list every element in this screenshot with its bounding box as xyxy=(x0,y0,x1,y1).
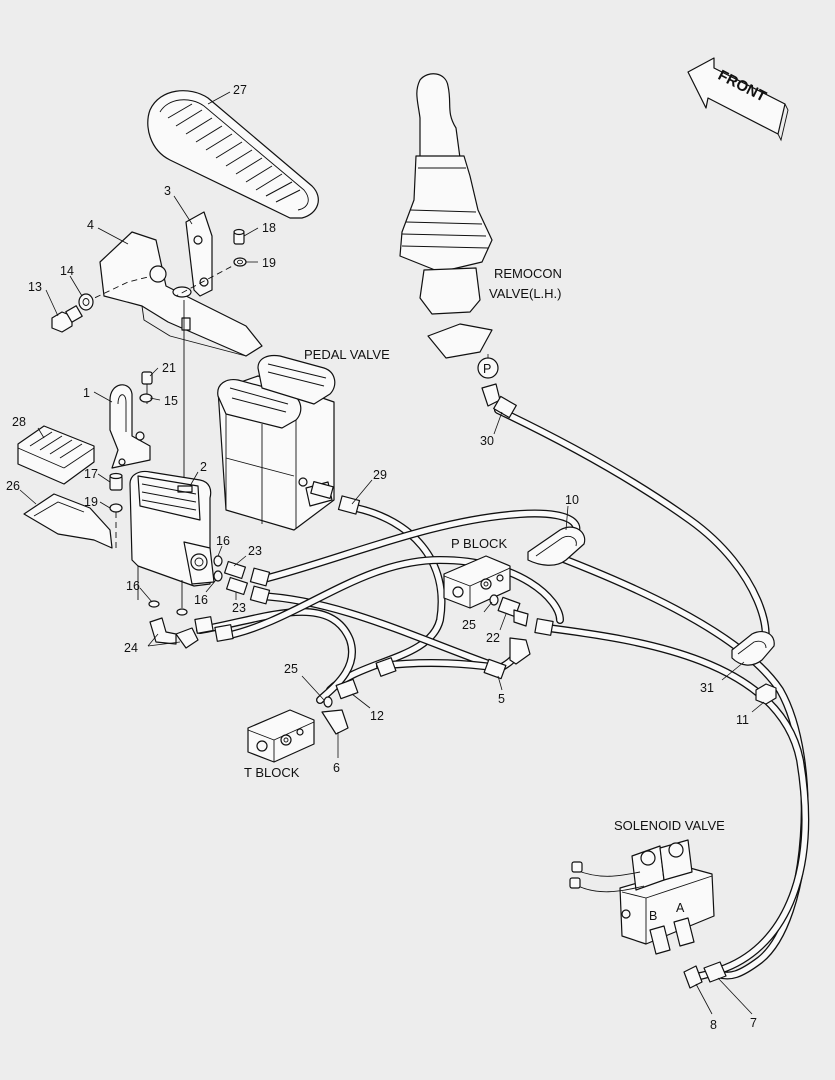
dashed-mount-lines xyxy=(85,261,241,303)
callout-18: 18 xyxy=(262,221,276,235)
callout-13: 13 xyxy=(28,280,42,294)
clamp-31 xyxy=(731,631,775,666)
pedal-bracket-4 xyxy=(99,231,263,357)
clamp-10 xyxy=(527,526,586,566)
callout-31: 31 xyxy=(700,681,714,695)
callout-16-a: 16 xyxy=(216,534,230,548)
hose-fittings xyxy=(194,395,554,680)
solenoid-valve-label: SOLENOID VALVE xyxy=(614,818,725,833)
callout-6: 6 xyxy=(333,761,340,775)
bolt-11 xyxy=(755,683,777,705)
callout-23-b: 23 xyxy=(232,601,246,615)
remocon-valve: P xyxy=(399,73,501,407)
callout-3: 3 xyxy=(164,184,171,198)
callout-29: 29 xyxy=(373,468,387,482)
port-b-label: B xyxy=(649,909,657,923)
t-block-fittings xyxy=(321,678,359,735)
callout-16-c: 16 xyxy=(126,579,140,593)
bracket-1 xyxy=(109,384,151,469)
remocon-valve-label-line1: REMOCON xyxy=(494,266,562,281)
callout-28: 28 xyxy=(12,415,26,429)
front-arrow-icon: FRONT xyxy=(687,57,789,142)
callout-24: 24 xyxy=(124,641,138,655)
washer-19-lower xyxy=(109,503,123,513)
callout-30: 30 xyxy=(480,434,494,448)
callout-7: 7 xyxy=(750,1016,757,1030)
bolt-18 xyxy=(233,228,245,245)
t-block-label: T BLOCK xyxy=(244,765,300,780)
callout-8: 8 xyxy=(710,1018,717,1032)
port-a-label: A xyxy=(676,901,685,915)
callout-19-upper: 19 xyxy=(262,256,276,270)
callout-4: 4 xyxy=(87,218,94,232)
solenoid-valve: B A xyxy=(569,839,727,989)
callout-26: 26 xyxy=(6,479,20,493)
callout-11: 11 xyxy=(736,713,749,727)
fittings-23 xyxy=(223,560,249,596)
leader-lines xyxy=(19,91,765,1015)
pedal-valve-2 xyxy=(129,470,215,608)
port-p-label: P xyxy=(483,362,491,376)
bolt-13 xyxy=(51,305,83,333)
callout-5: 5 xyxy=(498,692,505,706)
p-block-fittings xyxy=(489,594,529,627)
callout-21: 21 xyxy=(162,361,176,375)
callout-27: 27 xyxy=(233,83,247,97)
callout-16-b: 16 xyxy=(194,593,208,607)
t-block xyxy=(247,709,315,763)
part-number-callouts: 27 3 4 18 19 14 13 21 15 1 28 17 2 19 26… xyxy=(6,83,757,1032)
elbows-24 xyxy=(149,617,199,649)
callout-25-p: 25 xyxy=(462,618,476,632)
callout-22: 22 xyxy=(486,631,500,645)
plate-26 xyxy=(23,493,113,549)
pedal-valve-label: PEDAL VALVE xyxy=(304,347,390,362)
callout-2: 2 xyxy=(200,460,207,474)
plate-28 xyxy=(17,425,95,485)
callout-14: 14 xyxy=(60,264,74,278)
orings-16 xyxy=(148,555,223,616)
callout-25-t: 25 xyxy=(284,662,298,676)
callout-17: 17 xyxy=(84,467,98,481)
pedal-cover-27 xyxy=(147,90,319,219)
lever-3 xyxy=(185,211,213,297)
washer-19-upper xyxy=(233,257,247,267)
washer-14 xyxy=(78,293,94,311)
remocon-valve-label-line2: VALVE(L.H.) xyxy=(489,286,561,301)
callout-19-lower: 19 xyxy=(84,495,98,509)
callout-12: 12 xyxy=(370,709,384,723)
callout-10: 10 xyxy=(565,493,579,507)
bolt-17 xyxy=(109,472,123,491)
p-block-label: P BLOCK xyxy=(451,536,507,551)
pedal-valve-assembly xyxy=(217,354,336,531)
callout-1: 1 xyxy=(83,386,90,400)
callout-15: 15 xyxy=(164,394,178,408)
callout-23-a: 23 xyxy=(248,544,262,558)
